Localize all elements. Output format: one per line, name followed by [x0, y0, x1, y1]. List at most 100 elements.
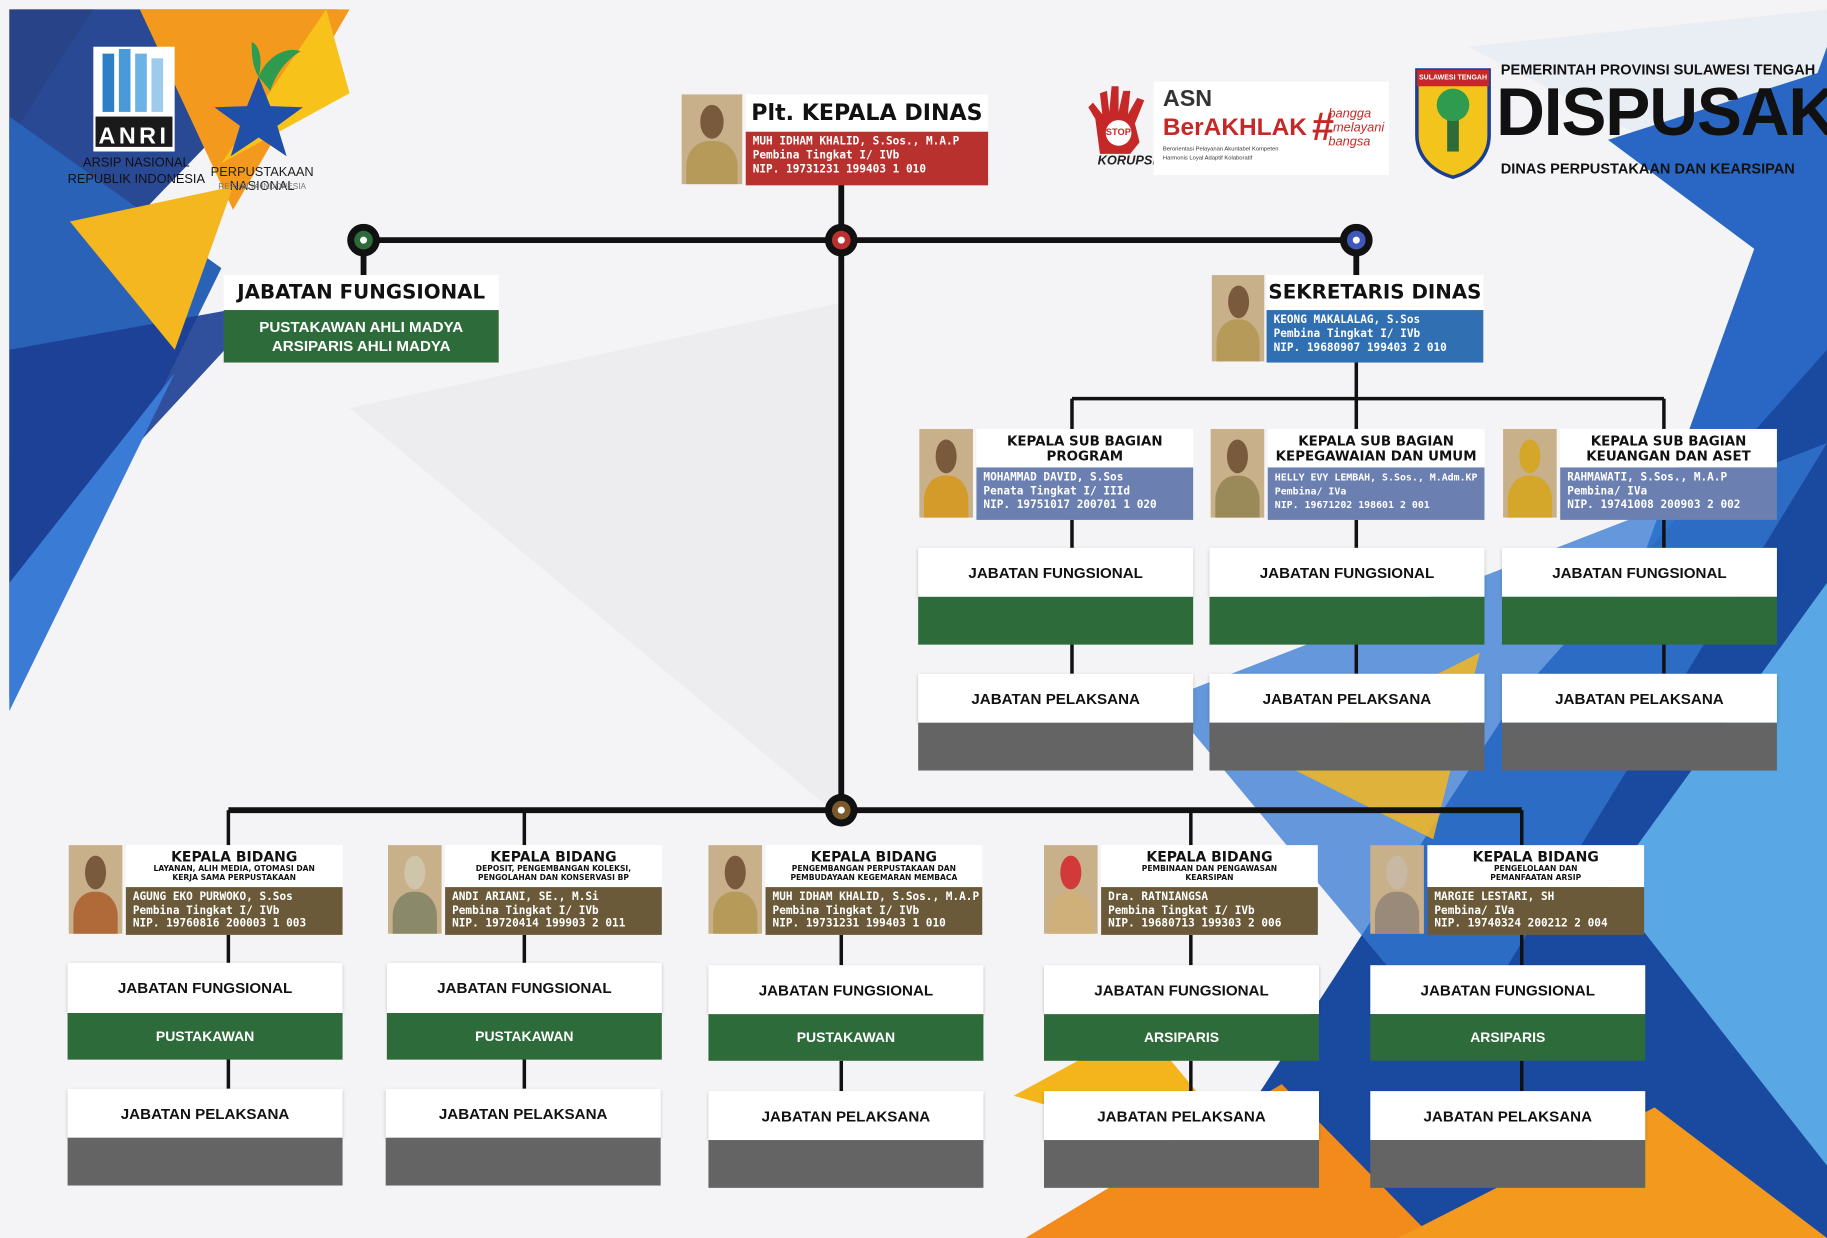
- hand-icon: [1088, 86, 1145, 154]
- head-details: MUH IDHAM KHALID, S.Sos., M.A.P Pembina …: [745, 131, 989, 186]
- bidang-fungsional-sub: ARSIPARIS: [1370, 1014, 1646, 1061]
- subbag-photo: [1210, 428, 1265, 518]
- perpusnas-name: PERPUSTAKAAN NASIONAL: [210, 165, 314, 194]
- subbag-pelaksana-body: [1209, 722, 1485, 771]
- subbag-pelaksana-body: [918, 722, 1194, 771]
- bidang-title: KEPALA BIDANG DEPOSIT, PENGEMBANGAN KOLE…: [445, 845, 662, 888]
- sekretaris-nip: NIP. 19680907 199403 2 010: [1273, 341, 1447, 355]
- bidang-title: KEPALA BIDANG PENGEMBANGAN PERPUSTAKAAN …: [765, 845, 983, 888]
- fungsional-top-line1: PUSTAKAWAN AHLI MADYA: [259, 317, 464, 336]
- berakhlak-sub-2: Harmonis Loyal Adaptif Kolaboratif: [1162, 155, 1253, 163]
- stop-word: STOP!: [1105, 127, 1135, 138]
- subbag-photo: [919, 428, 973, 518]
- berakhlak-logo: ASN BerAKHLAK Berorientasi Pelayanan Aku…: [1153, 81, 1389, 175]
- subbag-pelaksana: JABATAN PELAKSANA: [1209, 673, 1485, 723]
- bangga-1: bangga: [1328, 107, 1372, 122]
- perpusnas-sub: REPUBLIK INDONESIA: [218, 183, 306, 192]
- subbag-pelaksana-body: [1501, 722, 1777, 771]
- bangga-2: melayani: [1332, 121, 1385, 136]
- bidang-fungsional-sub: ARSIPARIS: [1044, 1014, 1320, 1061]
- bidang-pelaksana-body: [1370, 1140, 1646, 1188]
- subbag-fungsional: JABATAN FUNGSIONAL: [1501, 547, 1777, 597]
- stop-korupsi-logo: STOP! KORUPSI: [1084, 84, 1156, 177]
- star-logo-icon: [214, 41, 303, 157]
- subbag-fungsional-body: [1501, 596, 1777, 645]
- bangga-3: bangsa: [1328, 135, 1371, 150]
- head-rank: Pembina Tingkat I/ IVb: [752, 149, 900, 163]
- anri-name-1: ARSIP NASIONAL: [83, 156, 190, 171]
- subbag-pelaksana: JABATAN PELAKSANA: [918, 673, 1194, 723]
- head-photo: [681, 94, 743, 185]
- bidang-pelaksana-body: [1044, 1140, 1320, 1188]
- emblem-banner: SULAWESI TENGAH: [1419, 74, 1487, 82]
- stop-korupsi: KORUPSI: [1097, 153, 1157, 168]
- perpusnas-logo: PERPUSTAKAAN NASIONAL REPUBLIK INDONESIA: [186, 41, 337, 205]
- bidang-fungsional: JABATAN FUNGSIONAL: [67, 962, 343, 1013]
- agency-name: DISPUSAKA: [1496, 74, 1827, 151]
- bidang-photo: [388, 845, 442, 934]
- bidang-pelaksana-body: [385, 1137, 661, 1186]
- hash-icon: #: [1312, 104, 1335, 150]
- bidang-pelaksana-body: [708, 1140, 984, 1188]
- anri-emblem-icon: [93, 46, 175, 152]
- berakhlak-label: BerAKHLAK: [1162, 114, 1307, 142]
- bidang-title: KEPALA BIDANG LAYANAN, ALIH MEDIA, OTOMA…: [125, 845, 343, 888]
- agency-full: DINAS PERPUSTAKAAN DAN KEARSIPAN: [1500, 160, 1795, 178]
- sekretaris-name: KEONG MAKALALAG, S.Sos: [1273, 313, 1421, 327]
- subbag-fungsional-body: [918, 596, 1194, 645]
- subbag-fungsional: JABATAN FUNGSIONAL: [1209, 547, 1485, 597]
- anri-mark: ANRI: [98, 123, 170, 150]
- bidang-pelaksana-body: [67, 1137, 343, 1186]
- bidang-fungsional-sub: PUSTAKAWAN: [67, 1012, 343, 1060]
- bidang-pelaksana: JABATAN PELAKSANA: [708, 1091, 984, 1141]
- bidang-photo: [68, 845, 123, 934]
- bidang-fungsional: JABATAN FUNGSIONAL: [386, 962, 662, 1013]
- junction-nodes: [347, 223, 1373, 827]
- subbag-pelaksana: JABATAN PELAKSANA: [1501, 673, 1777, 723]
- fungsional-top-body: PUSTAKAWAN AHLI MADYA ARSIPARIS AHLI MAD…: [223, 310, 499, 363]
- subbag-fungsional: JABATAN FUNGSIONAL: [918, 547, 1194, 597]
- bidang-photo: [1370, 845, 1424, 934]
- shield-icon: [1415, 68, 1491, 179]
- bidang-pelaksana: JABATAN PELAKSANA: [1370, 1091, 1646, 1141]
- sekretaris-details: KEONG MAKALALAG, S.Sos Pembina Tingkat I…: [1266, 310, 1484, 363]
- bidang-title: KEPALA BIDANG PEMBINAAN DAN PENGAWASAN K…: [1101, 845, 1318, 888]
- anri-logo: ANRI ARSIP NASIONAL REPUBLIK INDONESIA: [68, 46, 207, 199]
- bidang-fungsional-sub: PUSTAKAWAN: [708, 1014, 984, 1061]
- sulteng-emblem: SULAWESI TENGAH: [1412, 63, 1494, 180]
- head-name: MUH IDHAM KHALID, S.Sos., M.A.P: [752, 135, 960, 149]
- bidang-photo: [708, 845, 763, 934]
- subbag-photo: [1503, 428, 1557, 518]
- sekretaris-rank: Pembina Tingkat I/ IVb: [1273, 327, 1421, 341]
- subbag-fungsional-body: [1209, 596, 1485, 645]
- bidang-fungsional-sub: PUSTAKAWAN: [386, 1012, 662, 1060]
- head-title: Plt. KEPALA DINAS: [745, 94, 989, 132]
- bidang-photo: [1044, 845, 1098, 934]
- bidang-pelaksana: JABATAN PELAKSANA: [1044, 1091, 1320, 1141]
- sekretaris-title: SEKRETARIS DINAS: [1266, 275, 1484, 311]
- gov-line: PEMERINTAH PROVINSI SULAWESI TENGAH: [1500, 61, 1816, 79]
- anri-name-2: REPUBLIK INDONESIA: [67, 172, 206, 187]
- fungsional-top-title: JABATAN FUNGSIONAL: [223, 275, 499, 311]
- bidang-fungsional: JABATAN FUNGSIONAL: [1370, 965, 1646, 1015]
- head-nip: NIP. 19731231 199403 1 010: [752, 163, 927, 177]
- bidang-title: KEPALA BIDANG PENGELOLAAN DAN PEMANFAATA…: [1427, 845, 1645, 888]
- bidang-pelaksana: JABATAN PELAKSANA: [385, 1088, 661, 1138]
- bidang-pelaksana: JABATAN PELAKSANA: [67, 1088, 343, 1138]
- berakhlak-sub-1: Berorientasi Pelayanan Akuntabel Kompete…: [1162, 145, 1279, 153]
- sekretaris-photo: [1211, 275, 1265, 362]
- bidang-fungsional: JABATAN FUNGSIONAL: [708, 965, 984, 1015]
- fungsional-top-line2: ARSIPARIS AHLI MADYA: [271, 336, 451, 354]
- bidang-fungsional: JABATAN FUNGSIONAL: [1044, 965, 1320, 1015]
